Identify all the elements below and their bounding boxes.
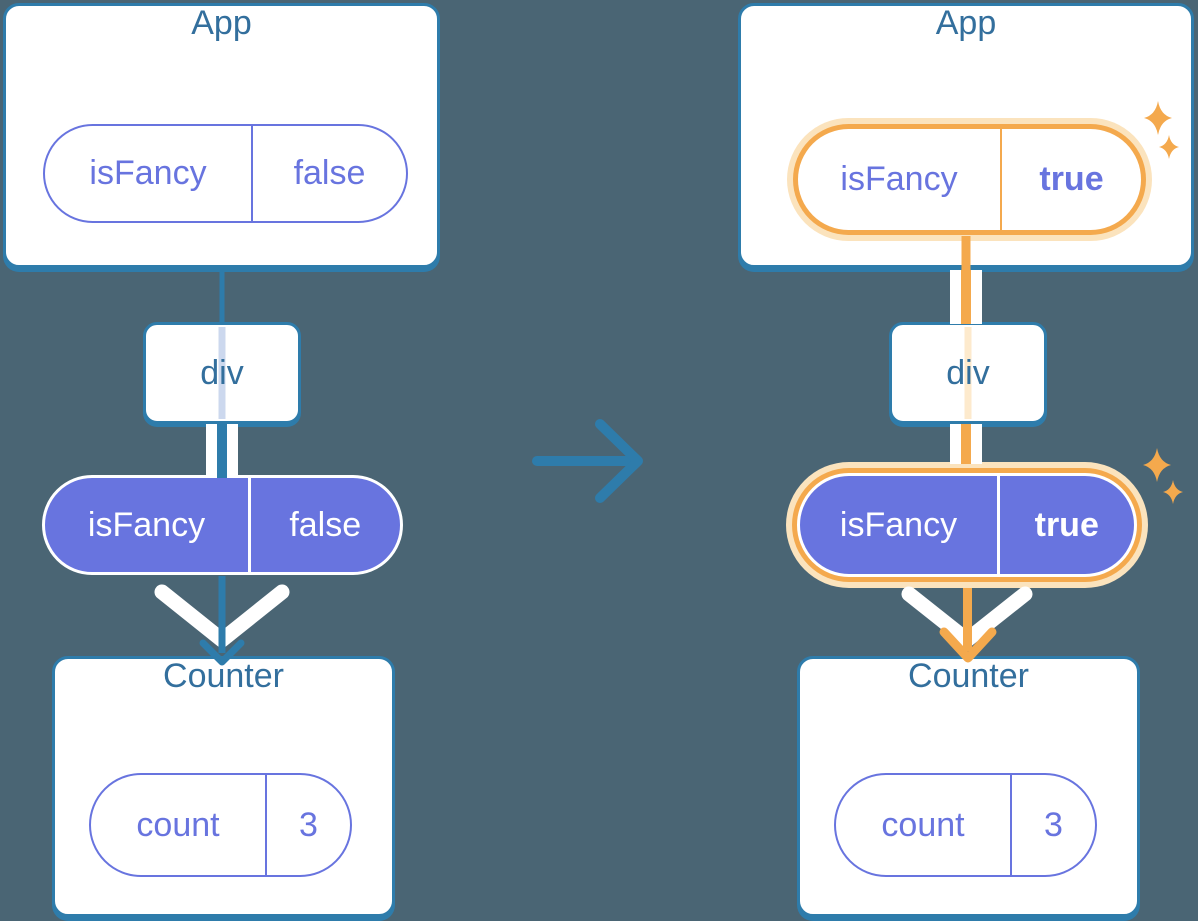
left-prop-flow-line — [217, 424, 227, 478]
prop-pill-passed-changed: isFancy true — [797, 473, 1137, 577]
pill-divider — [1000, 129, 1002, 230]
div-element-box: div — [889, 322, 1047, 424]
left-prop-flow-line — [218, 576, 226, 653]
component-title: Counter — [908, 657, 1029, 695]
element-label: div — [946, 353, 990, 392]
pill-divider — [997, 476, 1000, 574]
left-app-to-div-line — [219, 266, 225, 324]
state-pill: count 3 — [834, 773, 1097, 877]
prop-name-label: isFancy — [87, 505, 206, 544]
right-prop-flow-line — [961, 424, 971, 464]
pill-divider — [1010, 775, 1012, 875]
sparkle-icon — [1143, 448, 1171, 482]
sparkle-icon — [1163, 480, 1183, 504]
prop-value-label: true — [1034, 505, 1099, 544]
app-component-card: App isFancy true — [738, 3, 1194, 268]
prop-pill: isFancy false — [43, 124, 408, 223]
prop-value-label: false — [289, 505, 362, 544]
right-render-line — [971, 270, 982, 324]
state-value-label: 3 — [299, 805, 318, 844]
right-prop-flow-line — [961, 270, 971, 324]
component-title: App — [935, 4, 997, 42]
right-arrow-icon — [595, 419, 643, 503]
component-title: Counter — [163, 657, 284, 695]
state-name-label: count — [136, 805, 220, 844]
right-render-line — [950, 424, 961, 464]
prop-pill-passed: isFancy false — [42, 475, 403, 575]
left-render-line — [206, 424, 217, 478]
render-arrow-icon — [901, 586, 1033, 648]
counter-component-card: Counter count 3 — [52, 656, 395, 917]
right-render-line — [971, 424, 982, 464]
prop-pill-changed: isFancy true — [798, 129, 1141, 230]
counter-component-card: Counter count 3 — [797, 656, 1140, 917]
component-title: App — [191, 4, 252, 42]
prop-value-label: true — [1039, 160, 1104, 198]
prop-name-label: isFancy — [839, 505, 958, 544]
left-render-line — [227, 424, 238, 478]
state-value-label: 3 — [1044, 805, 1063, 844]
prop-value-label: false — [293, 154, 366, 192]
app-component-card: App isFancy false — [3, 3, 440, 268]
element-label: div — [200, 353, 244, 392]
pill-divider — [265, 775, 267, 875]
div-element-box: div — [143, 322, 301, 424]
prop-flow-line-faint — [218, 327, 226, 419]
render-arrow-icon — [154, 584, 290, 648]
prop-name-label: isFancy — [840, 160, 958, 198]
pill-divider — [248, 478, 251, 572]
right-render-line — [950, 270, 961, 324]
state-pill: count 3 — [89, 773, 352, 877]
prop-name-label: isFancy — [89, 154, 207, 192]
pill-divider — [251, 126, 253, 221]
right-prop-flow-line — [963, 588, 972, 651]
prop-flow-line-faint — [964, 327, 972, 419]
prop-arrowhead-icon — [939, 627, 997, 663]
state-name-label: count — [881, 805, 965, 844]
